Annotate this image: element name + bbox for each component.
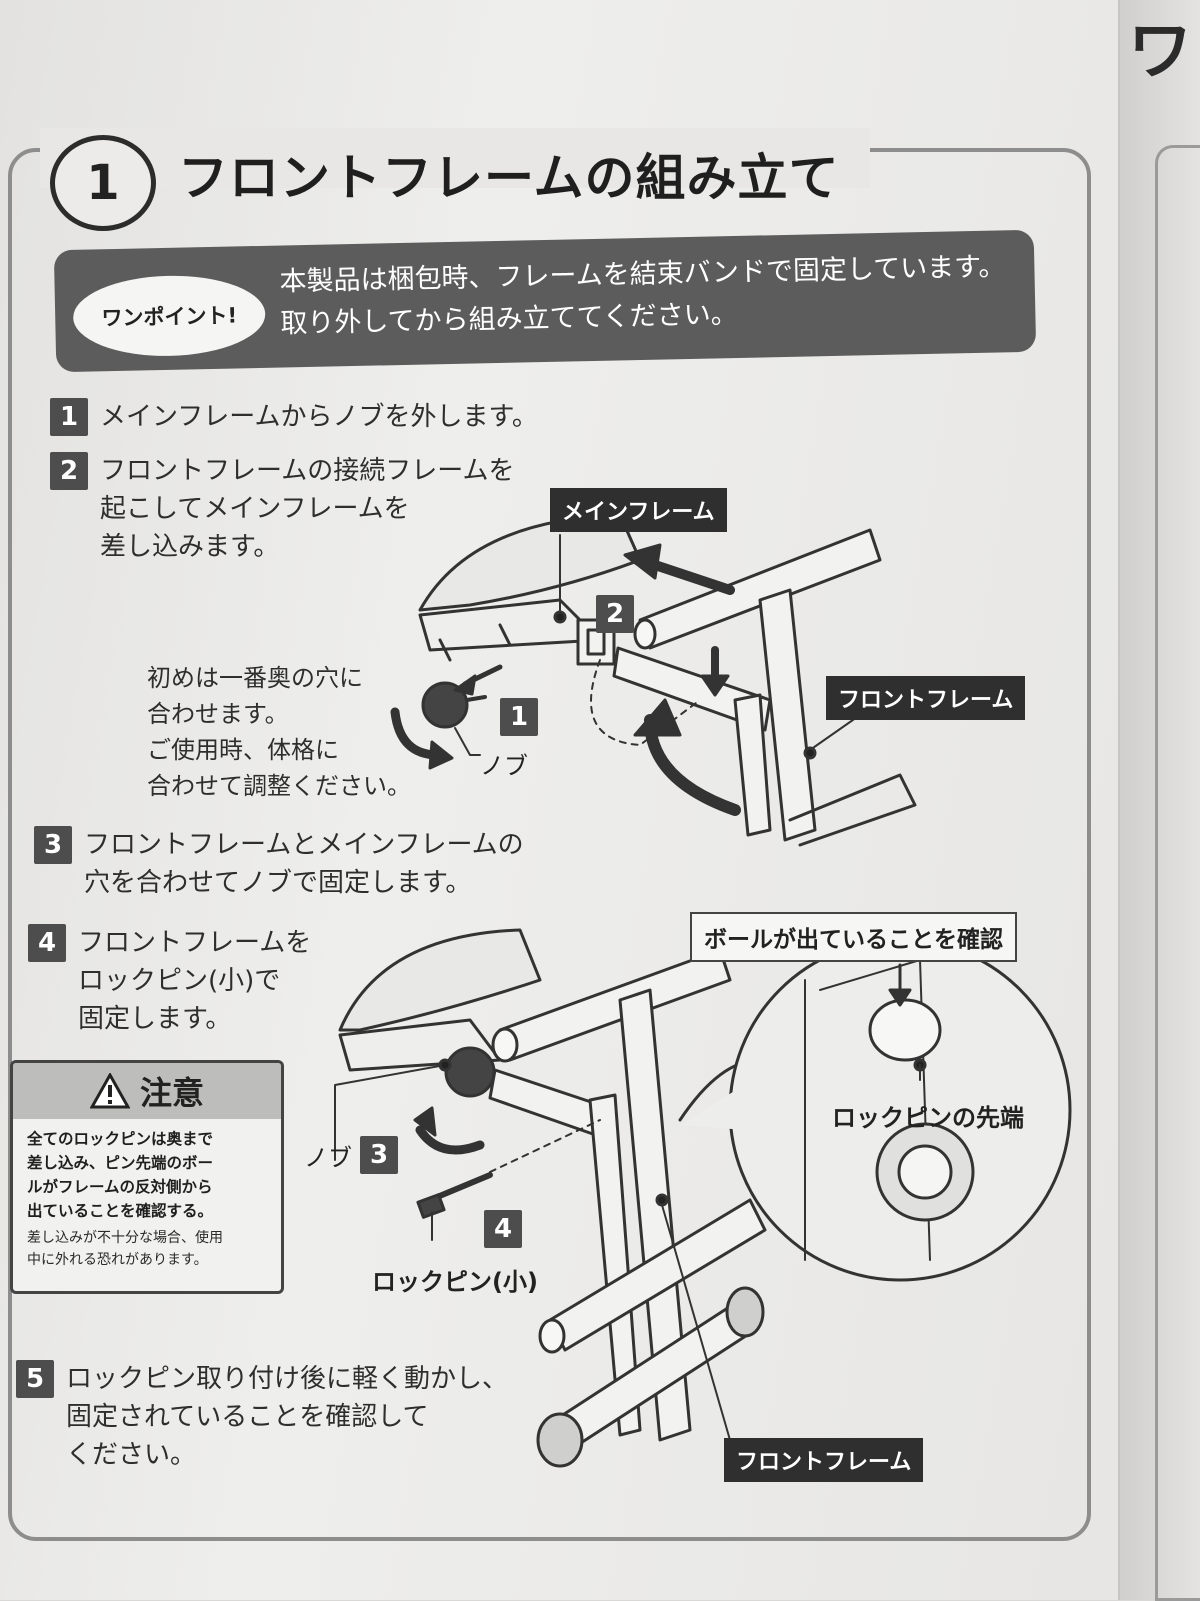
step-badge: 5 [16, 1360, 54, 1398]
front-frame-label-2: フロントフレーム [724, 1438, 924, 1482]
caution-small-text: 差し込みが不十分な場合、使用 中に外れる恐れがあります。 [27, 1230, 223, 1268]
knob-label-2: ノブ [304, 1144, 352, 1172]
pin-tip-label: ロックピンの先端 [832, 1104, 1024, 1132]
caution-box: 注意 全てのロックピンは奥まで 差し込み、ピン先端のボー ルがフレームの反対側か… [10, 1060, 284, 1294]
diagram-2-drawing [334, 928, 1072, 1468]
step-badge: 4 [28, 924, 66, 962]
first-hole-note: 初めは一番奥の穴に 合わせます。 ご使用時、体格に 合わせて調整ください。 [147, 664, 411, 800]
callout-3: 3 [360, 1136, 398, 1174]
warning-triangle-icon [89, 1073, 130, 1109]
step-badge: 1 [50, 398, 88, 436]
page-title: フロントフレームの組み立て [178, 149, 840, 207]
step-badge: 3 [34, 826, 72, 864]
front-frame-label-1: フロントフレーム [826, 676, 1026, 720]
knob-label-1: ノブ [480, 752, 528, 780]
caution-header: 注意 [13, 1063, 281, 1119]
section-number: 1 [50, 135, 156, 231]
callout-2: 2 [596, 595, 634, 633]
next-page-glyph: ワ [1128, 15, 1192, 89]
step-3: 3 フロントフレームとメインフレームの 穴を合わせてノブで固定します。 [34, 826, 524, 902]
caution-title: 注意 [139, 1074, 204, 1112]
next-page-edge: ワ [1118, 0, 1200, 1601]
lock-pin-label: ロックピン(小) [372, 1268, 538, 1296]
callout-1: 1 [500, 698, 538, 736]
step-2: 2 フロントフレームの接続フレームを 起こしてメインフレームを 差し込みます。 [50, 452, 514, 566]
step-4: 4 フロントフレームを ロックピン(小)で 固定します。 [28, 924, 311, 1038]
ball-check-label: ボールが出ていることを確認 [690, 912, 1017, 962]
callout-4: 4 [484, 1210, 522, 1248]
main-frame-label: メインフレーム [550, 488, 727, 532]
step-5: 5 ロックピン取り付け後に軽く動かし、 固定されていることを確認して ください。 [16, 1360, 508, 1474]
step-badge: 2 [50, 452, 88, 490]
caution-bold-text: 全てのロックピンは奥まで 差し込み、ピン先端のボー ルがフレームの反対側から 出… [27, 1130, 214, 1220]
step-1: 1 メインフレームからノブを外します。 [50, 398, 538, 436]
